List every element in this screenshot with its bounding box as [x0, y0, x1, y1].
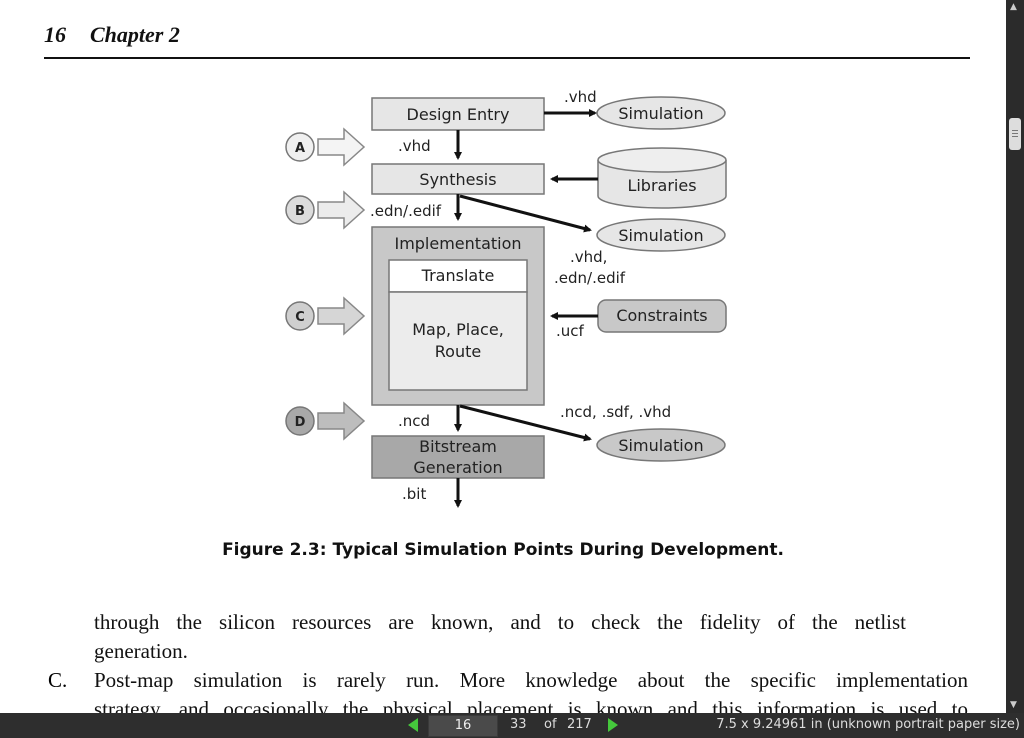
constraints-label: Constraints [616, 306, 707, 325]
document-page: 16 Chapter 2 Design Entry Simulation .vhd… [0, 0, 1006, 713]
implementation-label: Implementation [394, 234, 521, 253]
page-total: 217 [567, 717, 592, 732]
label-ncd-sdf-vhd: .ncd, .sdf, .vhd [560, 403, 671, 421]
body-line-2: generation. [94, 639, 188, 663]
design-entry-box [371, 97, 545, 131]
map-place-route-label-2: Route [435, 342, 481, 361]
label-vhd-left: .vhd [398, 137, 431, 155]
simulation-ellipse-top [596, 96, 726, 130]
label-edn-edif-2: .edn/.edif [554, 269, 626, 287]
label-vhd-top: .vhd [564, 88, 597, 106]
label-edn-edif: .edn/.edif [370, 202, 442, 220]
translate-label: Translate [421, 266, 495, 285]
marker-b-arrow [317, 190, 366, 230]
figure-caption: Figure 2.3: Typical Simulation Points Du… [222, 540, 784, 560]
design-flow-figure: Design Entry Simulation .vhd A .vhd Synt… [285, 88, 727, 508]
previous-page-icon[interactable] [408, 718, 418, 732]
label-vhd-comma: .vhd, [570, 248, 607, 266]
marker-d [285, 406, 315, 436]
list-item-label: C. [48, 668, 68, 692]
page-header: 16 Chapter 2 [44, 22, 180, 48]
map-place-route-box [388, 291, 528, 391]
simulation-ellipse-mid [596, 218, 726, 252]
header-rule [44, 57, 970, 59]
simulation-ellipse-bottom [596, 428, 726, 462]
next-page-icon[interactable] [608, 718, 618, 732]
map-place-route-label-1: Map, Place, [412, 320, 504, 339]
marker-c-arrow [317, 296, 366, 336]
label-ncd: .ncd [398, 412, 430, 430]
body-line-1: through the silicon resources are known,… [94, 610, 906, 634]
marker-a [285, 132, 315, 162]
body-line-4: strategy, and occasionally the physical … [94, 697, 968, 713]
simulation-label-bottom: Simulation [618, 436, 703, 455]
label-ucf: .ucf [556, 322, 585, 340]
vertical-scrollbar[interactable]: ▲ ▼ [1006, 0, 1024, 713]
marker-d-label: D [295, 415, 306, 430]
bitstream-label-2: Generation [413, 458, 502, 477]
scroll-up-icon[interactable]: ▲ [1010, 2, 1017, 12]
marker-c [285, 301, 315, 331]
scroll-down-icon[interactable]: ▼ [1010, 700, 1017, 710]
body-line-3: Post-map simulation is rarely run. More … [94, 668, 968, 692]
header-chapter: Chapter 2 [90, 22, 180, 47]
marker-b [285, 195, 315, 225]
bitstream-box [371, 435, 545, 479]
simulation-label-mid: Simulation [618, 226, 703, 245]
marker-d-arrow [317, 401, 366, 441]
libraries-label: Libraries [627, 176, 696, 195]
page-of-label: of [544, 717, 557, 732]
translate-box [388, 259, 528, 293]
scrollbar-thumb[interactable] [1009, 118, 1021, 150]
design-entry-label: Design Entry [407, 105, 510, 124]
header-page-number: 16 [44, 22, 66, 47]
simulation-label-top: Simulation [618, 104, 703, 123]
page-position: 33 [510, 717, 527, 732]
label-bit: .bit [402, 485, 426, 503]
marker-c-label: C [295, 310, 305, 325]
bitstream-label-1: Bitstream [419, 437, 497, 456]
page-number-input[interactable]: 16 [428, 715, 498, 737]
paper-size-label: 7.5 x 9.24961 in (unknown portrait paper… [716, 717, 1020, 732]
marker-a-arrow [317, 127, 366, 167]
synthesis-label: Synthesis [419, 170, 496, 189]
libraries-cylinder [597, 160, 727, 209]
status-bar: 16 33 of 217 7.5 x 9.24961 in (unknown p… [0, 713, 1024, 738]
marker-b-label: B [295, 204, 305, 219]
marker-a-label: A [295, 141, 305, 156]
